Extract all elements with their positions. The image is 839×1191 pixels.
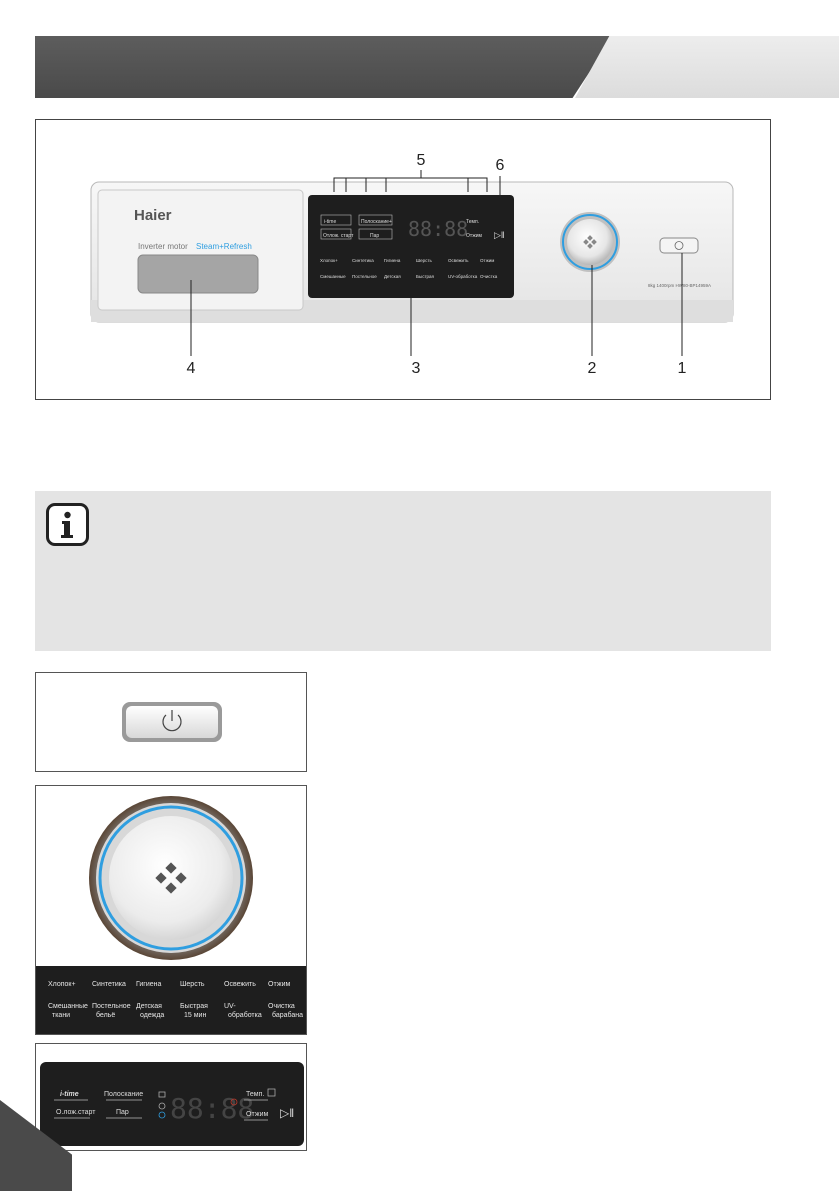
program-label: Гигиена [384, 258, 401, 263]
display-panel-figure: i-time Полоскание О.лож.старт Пар 88:88 … [35, 1043, 307, 1151]
program-label: Детская [384, 274, 401, 279]
program-label: Быстрая [416, 274, 435, 279]
info-icon [46, 503, 89, 546]
power-button-figure [35, 672, 307, 772]
warning-icon [230, 1098, 238, 1106]
program-label: Отжим [268, 981, 290, 988]
model-label: 8kg 1400rpm HW80-BP14959A [648, 283, 711, 288]
disp-btn-rinse: Полоскание [104, 1091, 143, 1098]
timer-icon [158, 1102, 166, 1110]
program-knob-large [109, 816, 233, 940]
program-label: Освежить [224, 981, 256, 988]
program-label: UV-обработка [448, 274, 478, 279]
program-label: Шерсть [416, 258, 432, 263]
program-label: Быстрая [180, 1003, 208, 1010]
program-label: Отжим [480, 258, 494, 263]
program-label: Постельное [352, 274, 377, 279]
info-note-box [35, 491, 771, 651]
knob-center-icon [583, 235, 597, 249]
disp-btn-steam: Пар [116, 1109, 129, 1116]
program-strip [36, 966, 306, 1034]
program-label: ткани [52, 1012, 70, 1019]
btn-itime-label: i-time [324, 219, 336, 225]
callout-5: 5 [417, 152, 426, 169]
disp-btn-spin: Отжим [246, 1111, 268, 1118]
program-label: Смешанные [320, 274, 346, 279]
callout-4: 4 [187, 360, 196, 377]
drawer-label-b: Steam+Refresh [196, 242, 252, 251]
program-label: бельё [96, 1011, 115, 1019]
power-icon-large [162, 710, 182, 732]
program-label: Очистка [480, 274, 498, 279]
callout-2: 2 [588, 360, 597, 377]
program-label: Хлопок+ [320, 258, 338, 263]
program-label: Постельное [92, 1003, 131, 1010]
drawer-handle [137, 254, 259, 294]
power-button-large [126, 706, 218, 738]
btn-rinse-label: Полоскание+ [361, 219, 392, 225]
control-panel-drawing: Haier Inverter motor Steam+Refresh i-tim… [90, 152, 734, 377]
program-label: 15 мин [184, 1012, 206, 1019]
brand-logo-text: Haier [134, 207, 172, 224]
program-label: Очистка [268, 1003, 295, 1010]
play-pause-icon: ▷‖ [494, 230, 505, 240]
program-label: одежда [140, 1012, 164, 1019]
callout-1: 1 [678, 360, 687, 377]
disp-btn-temp: Темп. [246, 1091, 264, 1098]
program-label: UV- [224, 1003, 236, 1010]
callout-6: 6 [496, 157, 505, 174]
program-label: Хлопок+ [48, 981, 76, 988]
btn-temp-label: Темп. [466, 219, 479, 225]
power-icon [674, 241, 684, 250]
steam-icon [158, 1111, 166, 1119]
btn-spin-label: Отжим [466, 233, 482, 239]
btn-steam-label: Пар [370, 233, 379, 239]
program-label: Освежить [448, 258, 469, 263]
program-label: Детская [136, 1003, 162, 1010]
program-label: Гигиена [136, 981, 162, 988]
program-label: барабана [272, 1011, 303, 1019]
lock-icon [158, 1091, 166, 1098]
program-label: Синтетика [352, 258, 374, 263]
header-light-tab [575, 36, 839, 98]
drawer-label-a: Inverter motor [138, 242, 188, 251]
program-knob-figure: Хлопок+ Синтетика Гигиена Шерсть Освежить Отж… [35, 785, 307, 1035]
disp-play-pause-icon: ▷‖ [280, 1106, 294, 1120]
callout-3: 3 [412, 360, 421, 377]
page-header-banner [0, 0, 839, 100]
power-button [659, 237, 699, 254]
program-label: Синтетика [92, 981, 126, 988]
display-panel [308, 195, 514, 298]
disp-btn-itime: i-time [60, 1091, 79, 1098]
disp-btn-delay: О.лож.старт [56, 1109, 96, 1116]
program-knob [567, 219, 613, 265]
header-dark-tab [35, 36, 613, 98]
control-panel-figure: Haier Inverter motor Steam+Refresh i-tim… [35, 119, 771, 400]
program-label: обработка [228, 1011, 262, 1019]
program-label: Смешанные [48, 1003, 88, 1010]
btn-delay-label: Отлож. старт [323, 233, 354, 239]
disp-digits: 88:88 [170, 1092, 254, 1125]
display-digits: 88:88 [408, 217, 468, 241]
program-label: Шерсть [180, 981, 205, 988]
